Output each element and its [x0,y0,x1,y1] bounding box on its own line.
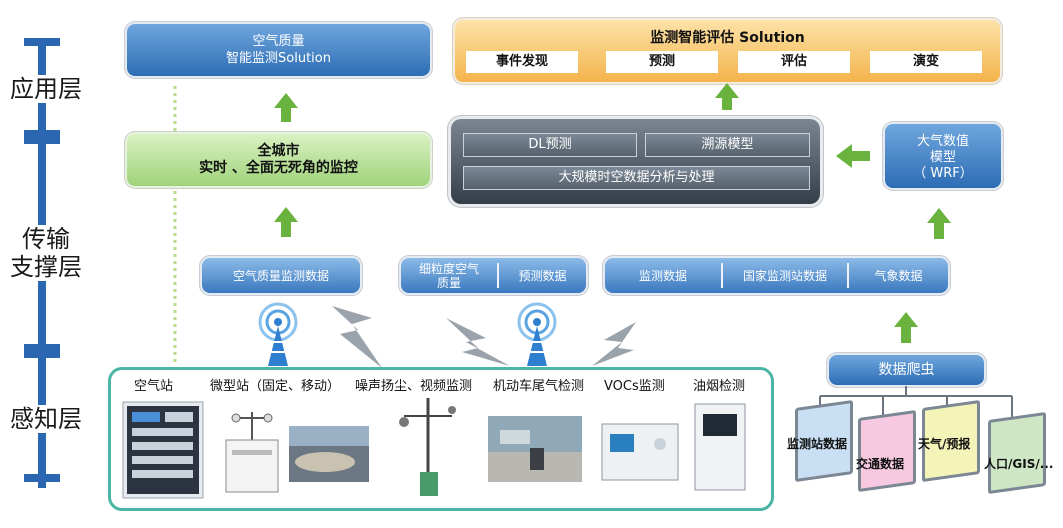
layer-transport-line2: 支撑层 [10,253,82,281]
micro-station-image [225,412,279,493]
device-micro-label: 微型站（固定、移动） [210,379,341,394]
layer-perception-label: 感知层 [6,405,86,433]
databar-aq-label: 空气质量监测数据 [232,268,329,283]
databar-fine-line2: 质量 [436,275,461,290]
crawler-box[interactable]: 数据爬虫 [829,355,984,385]
arrow-up-city [274,207,298,237]
eval-item-forecast[interactable]: 预测 [606,51,718,73]
databar-fine-divider [497,263,499,288]
arrow-up-right-bars [894,312,918,343]
app-solution-line1: 空气质量 [252,34,305,49]
vehicle-exhaust-photo [488,416,582,482]
databar-right[interactable]: 监测数据 国家监测站数据 气象数据 [605,258,948,293]
crawler-title: 数据爬虫 [878,362,935,378]
eval-item-assess[interactable]: 评估 [738,51,850,73]
layer-transport-label: 传输 支撑层 [6,225,86,281]
eval-solution-box[interactable]: 监测智能评估 Solution 事件发现 预测 评估 演变 [455,20,1000,82]
databar-weather: 气象数据 [874,268,923,283]
arrow-up-app [274,93,298,122]
databar-aq[interactable]: 空气质量监测数据 [202,258,360,293]
city-monitor-box[interactable]: 全城市 实时 、全面无死角的监控 [127,134,430,186]
antenna-icon-mid [517,302,557,366]
eval-item-evolution[interactable]: 演变 [870,51,982,73]
databar-forecast: 预测数据 [518,268,567,283]
eval-solution-title: 监测智能评估 Solution [650,30,805,46]
eval-item-event[interactable]: 事件发现 [466,51,578,73]
arrow-up-eval [715,83,739,110]
analysis-box[interactable]: DL预测 溯源模型 大规模时空数据分析与处理 [451,119,820,204]
device-smoke-label: 油烟检测 [693,379,746,394]
databar-right-divider1 [721,263,723,288]
arrow-up-wrf [927,208,951,239]
layer-transport-line1: 传输 [22,225,70,253]
analysis-bigdata[interactable]: 大规模时空数据分析与处理 [463,166,810,190]
device-vocs-label: VOCs监测 [604,379,665,394]
wrf-line1: 大气数值 [916,134,969,149]
smoke-detector-image [694,403,746,491]
vocs-analyzer-image [601,423,679,481]
device-noise-label: 噪声扬尘、视频监测 [355,379,473,394]
device-vehicle-label: 机动车尾气检测 [493,379,585,394]
databar-fine-cell: 细粒度空气 质量 [401,258,497,293]
noise-monitor-photo [289,426,369,482]
arrow-left-analysis [836,144,870,168]
wrf-model-box[interactable]: 大气数值 模型 （ WRF） [885,124,1001,188]
databar-fine[interactable]: 细粒度空气 质量 预测数据 [401,258,586,293]
databar-right-divider2 [847,263,849,288]
city-monitor-line2: 实时 、全面无死角的监控 [199,160,358,176]
lightning-icon-2 [446,318,510,366]
databar-fine-line1: 细粒度空气 [418,261,479,276]
weather-mast-image [399,398,456,496]
source-label-weather: 天气/预报 [918,437,971,451]
antenna-icon-left [258,302,298,366]
wrf-line2: 模型 [929,150,956,165]
source-label-population: 人口/GIS/... [984,457,1054,471]
source-label-traffic: 交通数据 [856,457,905,471]
source-doc-population [988,411,1046,495]
app-solution-box[interactable]: 空气质量 智能监测Solution [127,24,430,76]
lightning-icon-3 [592,322,636,366]
layer-application-label: 应用层 [6,75,86,103]
dotted-guide [173,86,177,364]
wrf-line3: （ WRF） [913,166,973,181]
air-station-image [122,401,204,499]
device-station-label: 空气站 [134,379,174,394]
databar-monitor: 监测数据 [638,268,687,283]
databar-national: 国家监测站数据 [742,268,827,283]
source-doc-traffic [858,409,916,493]
source-label-station: 监测站数据 [787,437,848,451]
lightning-icon-1 [332,306,382,368]
app-solution-line2: 智能监测Solution [226,51,331,66]
analysis-trace[interactable]: 溯源模型 [645,133,810,157]
analysis-dl[interactable]: DL预测 [463,133,637,157]
city-monitor-line1: 全城市 [257,143,300,159]
